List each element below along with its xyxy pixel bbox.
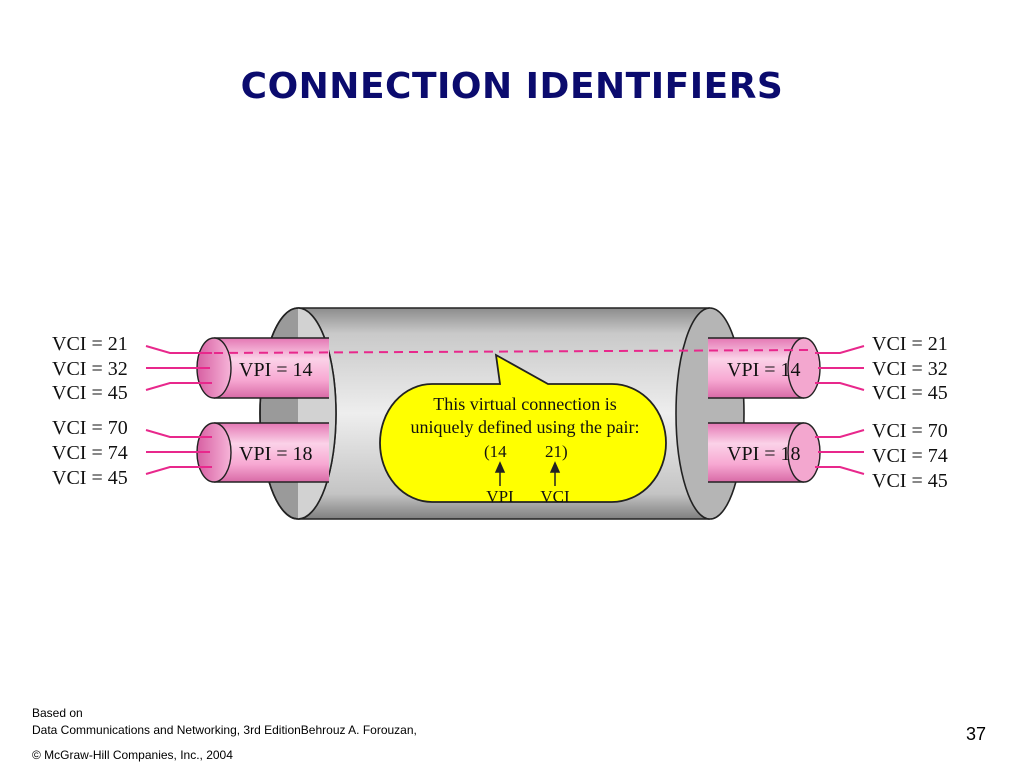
left-vpi-label-top: VPI = 14: [239, 359, 313, 381]
right-top-wires: [815, 345, 865, 391]
right-path-vpi-14: [708, 337, 821, 399]
callout-vci-value: 21): [545, 442, 568, 461]
virtual-connection-dashed-line: [213, 349, 811, 354]
left-vci-label-4: VCI = 70: [52, 417, 128, 439]
right-bottom-wires: [815, 429, 865, 475]
footer-book-title: Data Communications and Networking, 3rd …: [32, 723, 417, 737]
callout-vci-label: VCI: [540, 487, 570, 506]
left-vci-label-3: VCI = 45: [52, 382, 128, 404]
right-vpi-label-top: VPI = 14: [727, 359, 801, 381]
left-vci-label-2: VCI = 32: [52, 358, 128, 380]
left-vci-label-6: VCI = 45: [52, 467, 128, 489]
callout-line-2: uniquely defined using the pair:: [411, 417, 640, 437]
right-vci-label-2: VCI = 32: [872, 358, 948, 380]
left-vpi-label-bottom: VPI = 18: [239, 443, 313, 465]
right-vci-label-6: VCI = 45: [872, 470, 948, 492]
footer-copyright: © McGraw-Hill Companies, Inc., 2004: [32, 748, 233, 762]
callout-line-1: This virtual connection is: [433, 394, 616, 414]
right-vci-label-4: VCI = 70: [872, 420, 948, 442]
left-vci-label-5: VCI = 74: [52, 442, 128, 464]
vci-arrow: [549, 461, 561, 486]
footer-based-on: Based on: [32, 706, 83, 720]
left-bottom-wires: [145, 429, 212, 475]
slide-title: CONNECTION IDENTIFIERS: [240, 66, 784, 107]
right-vci-label-3: VCI = 45: [872, 382, 948, 404]
left-top-wires: [145, 345, 212, 391]
right-vpi-label-bottom: VPI = 18: [727, 443, 801, 465]
callout-bubble: [379, 353, 667, 503]
callout-vpi-value: (14: [484, 442, 507, 461]
left-vci-label-1: VCI = 21: [52, 333, 128, 355]
right-vci-label-1: VCI = 21: [872, 333, 948, 355]
right-path-vpi-18: [708, 422, 821, 483]
callout-vpi-label: VPI: [486, 487, 514, 506]
slide-number: 37: [966, 724, 987, 744]
vpi-arrow: [494, 461, 506, 486]
right-vci-label-5: VCI = 74: [872, 445, 948, 467]
